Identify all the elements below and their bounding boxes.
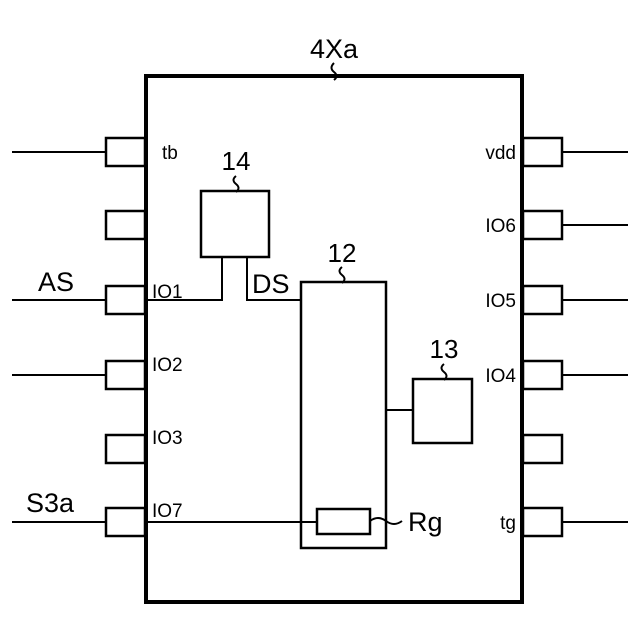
pin-label-io3: IO3 [152,428,183,449]
block-13-label: 13 [430,334,459,364]
pin-label-vdd: vdd [485,143,516,164]
pin-label-io5: IO5 [485,291,516,312]
pin-label-io7: IO7 [152,501,183,522]
right-pin-1: vdd [485,138,628,166]
block-13-leader [442,364,447,380]
block-13 [413,379,472,443]
resistor-rg-label: Rg [408,507,443,537]
right-pin-3: IO5 [485,286,628,314]
block-14-leader [234,176,239,192]
signal-ds-label: DS [252,269,290,299]
pin-label-io2: IO2 [152,355,183,376]
left-pin-1: tb [12,138,178,166]
left-pin-4: IO2 [12,355,183,389]
chip-body [146,76,522,602]
pin-label-tb: tb [162,143,178,164]
pin-label-io6: IO6 [485,216,516,237]
resistor-rg [317,509,370,534]
right-pin-2: IO6 [485,211,628,239]
signal-s3a-label: S3a [26,488,75,518]
right-pins: vdd IO6 IO5 IO4 tg [485,138,628,536]
block-14-label: 14 [222,146,251,176]
block-12-label: 12 [328,238,357,268]
block-12-leader [340,267,345,283]
right-pin-6: tg [500,508,628,536]
left-pin-2 [106,211,145,239]
left-pins: tb IO1 IO2 IO3 IO7 [12,138,183,536]
block-14 [201,191,269,257]
chip-label: 4Xa [310,34,359,64]
pin-label-io4: IO4 [485,366,516,387]
right-pin-5 [523,435,562,463]
right-pin-4: IO4 [485,361,628,389]
pin-label-tg: tg [500,513,516,534]
signal-as-label: AS [38,267,74,297]
